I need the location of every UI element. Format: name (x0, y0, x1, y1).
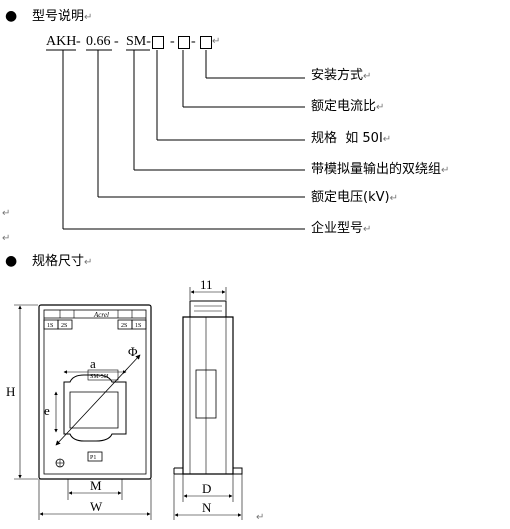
label-spec: 规格 如 50I↵ (311, 131, 391, 147)
side-view (173, 287, 243, 520)
model-leader-lines (46, 49, 305, 230)
label-mounting-text: 安装方式 (311, 68, 364, 83)
model-code-dash: - (191, 34, 196, 49)
return-mark: ↵ (382, 134, 392, 145)
model-code-sep-2: - (114, 34, 119, 49)
dimension-drawing: 1S 2S 2S 1S Acrel SM-50I P1 a Φ e H M W (6, 277, 243, 520)
return-mark: ↵ (2, 233, 11, 244)
label-company-model: 企业型号↵ (311, 221, 371, 237)
dim-w: W (90, 499, 103, 514)
return-mark: ↵ (84, 257, 93, 268)
label-analog-output: 带模拟量输出的双绕组↵ (311, 162, 449, 178)
label-spec-text: 规格 如 50I (311, 131, 383, 146)
dim-11: 11 (200, 277, 213, 292)
return-mark: ↵ (363, 71, 372, 82)
front-view (14, 304, 152, 520)
model-code-sep-1: - (76, 34, 81, 49)
section-title-dimensions-text: 规格尺寸 (32, 254, 85, 269)
return-mark: ↵ (363, 224, 372, 235)
dim-m: M (90, 478, 102, 493)
section-title-model-text: 型号说明 (32, 9, 85, 24)
model-code-akh: AKH (46, 34, 77, 49)
label-current-ratio-text: 额定电流比 (311, 99, 377, 114)
brand-label: Acrel (93, 311, 109, 319)
section-title-dimensions: 规格尺寸↵ (32, 254, 92, 270)
label-analog-output-text: 带模拟量输出的双绕组 (311, 162, 442, 177)
model-plate: SM-50I (90, 374, 109, 380)
front-view-labels: 1S 2S 2S 1S Acrel SM-50I P1 (47, 311, 141, 461)
dim-phi: Φ (128, 344, 138, 359)
model-code-voltage: 0.66 (86, 34, 111, 49)
return-mark: ↵ (376, 102, 385, 113)
model-code-sm: SM- (126, 34, 151, 49)
model-code-box-mount (200, 36, 212, 49)
label-company-model-text: 企业型号 (311, 221, 364, 236)
model-code-box-spec (152, 36, 164, 49)
dim-d: D (202, 481, 211, 496)
return-mark: ↵ (84, 12, 93, 23)
return-mark: ↵ (389, 193, 398, 204)
dim-h: H (6, 384, 15, 399)
label-rated-voltage: 额定电压(kV)↵ (311, 190, 398, 206)
return-mark: ↵ (212, 36, 221, 47)
dim-a: a (90, 356, 96, 371)
bullet-2: ● (5, 253, 18, 269)
model-code-box-ratio (178, 36, 190, 49)
label-current-ratio: 额定电流比↵ (311, 99, 384, 115)
return-mark: ↵ (256, 512, 265, 523)
terminal-label-1s-right: 1S (135, 323, 141, 329)
bullet-1: ● (5, 8, 18, 24)
dim-e: e (44, 403, 50, 418)
label-rated-voltage-text: 额定电压(kV) (311, 190, 390, 205)
dim-n: N (202, 500, 212, 515)
terminal-label-2s: 2S (61, 323, 67, 329)
model-code-sep-3: - (170, 34, 175, 49)
terminal-label-2s-right: 2S (121, 323, 127, 329)
return-mark: ↵ (2, 208, 11, 219)
section-title-model: 型号说明↵ (32, 9, 92, 25)
p1-label: P1 (90, 455, 96, 461)
label-mounting: 安装方式↵ (311, 68, 371, 84)
return-mark: ↵ (441, 165, 450, 176)
terminal-label-1s: 1S (47, 323, 53, 329)
